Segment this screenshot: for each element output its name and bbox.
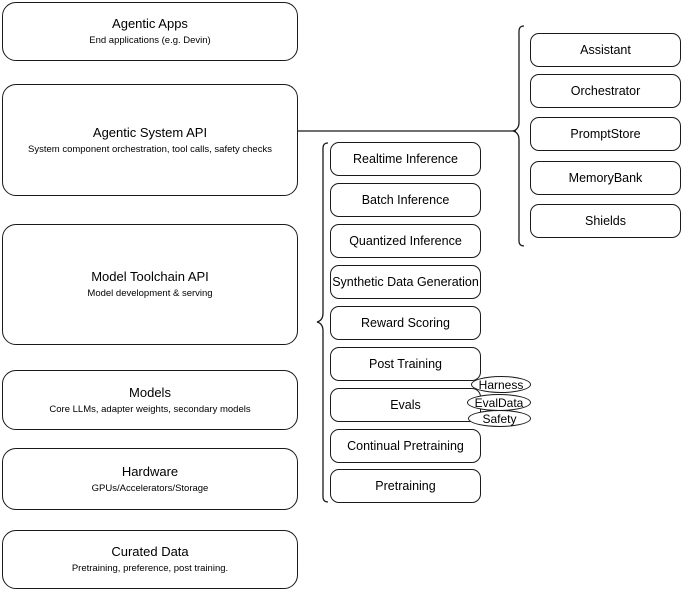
capability-box-pretraining[interactable]: Pretraining (330, 469, 481, 503)
component-box-memorybank[interactable]: MemoryBank (530, 161, 681, 195)
component-box-orchestrator[interactable]: Orchestrator (530, 74, 681, 108)
capability-box-quantized-inference[interactable]: Quantized Inference (330, 224, 481, 258)
capability-box-batch-inference[interactable]: Batch Inference (330, 183, 481, 217)
evals-badge-safety[interactable]: Safety (468, 410, 531, 427)
component-label: MemoryBank (568, 171, 643, 185)
layer-subtitle: Pretraining, preference, post training. (71, 563, 229, 574)
capability-label: Reward Scoring (361, 316, 450, 330)
brace-system-components (512, 25, 525, 247)
layer-subtitle: Core LLMs, adapter weights, secondary mo… (49, 403, 251, 415)
badge-label: Harness (478, 377, 524, 392)
layer-title: Models (129, 384, 171, 400)
layer-box-models[interactable]: Models Core LLMs, adapter weights, secon… (2, 370, 298, 430)
capability-label: Synthetic Data Generation (332, 275, 479, 289)
layer-box-hardware[interactable]: Hardware GPUs/Accelerators/Storage (2, 448, 298, 510)
capability-label: Quantized Inference (349, 234, 462, 248)
capability-label: Realtime Inference (353, 152, 458, 166)
component-label: Assistant (580, 43, 631, 57)
capability-label: Continual Pretraining (347, 439, 464, 453)
capability-label: Post Training (369, 357, 442, 371)
component-label: PromptStore (570, 127, 641, 141)
evals-badge-evaldata[interactable]: EvalData (467, 394, 531, 411)
component-box-assistant[interactable]: Assistant (530, 33, 681, 67)
capability-box-post-training[interactable]: Post Training (330, 347, 481, 381)
component-label: Shields (585, 214, 626, 228)
layer-title: Hardware (121, 463, 179, 479)
layer-title: Agentic System API (92, 124, 208, 140)
layer-box-agentic-apps[interactable]: Agentic Apps End applications (e.g. Devi… (2, 2, 298, 61)
capability-label: Pretraining (375, 479, 436, 493)
capability-box-synthetic-data-generation[interactable]: Synthetic Data Generation (330, 265, 481, 299)
layer-box-model-toolchain-api[interactable]: Model Toolchain API Model development & … (2, 224, 298, 345)
capability-label: Batch Inference (361, 193, 450, 207)
badge-label: Safety (482, 411, 517, 426)
capability-box-continual-pretraining[interactable]: Continual Pretraining (330, 429, 481, 463)
component-box-shields[interactable]: Shields (530, 204, 681, 238)
component-label: Orchestrator (570, 84, 641, 98)
layer-box-curated-data[interactable]: Curated Data Pretraining, preference, po… (2, 530, 298, 589)
layer-title: Agentic Apps (112, 16, 188, 31)
layer-subtitle: System component orchestration, tool cal… (28, 143, 272, 155)
layer-subtitle: GPUs/Accelerators/Storage (91, 482, 209, 494)
capability-box-reward-scoring[interactable]: Reward Scoring (330, 306, 481, 340)
brace-toolchain-capabilities (316, 142, 329, 503)
component-box-promptstore[interactable]: PromptStore (530, 117, 681, 151)
capability-label: Evals (390, 398, 421, 412)
layer-title: Curated Data (111, 544, 189, 559)
layer-subtitle: Model development & serving (87, 288, 213, 299)
evals-badge-harness[interactable]: Harness (471, 376, 531, 393)
capability-box-evals[interactable]: Evals (330, 388, 481, 422)
layer-box-agentic-system-api[interactable]: Agentic System API System component orch… (2, 84, 298, 196)
layer-title: Model Toolchain API (91, 269, 209, 284)
capability-box-realtime-inference[interactable]: Realtime Inference (330, 142, 481, 176)
badge-label: EvalData (474, 395, 524, 410)
layer-subtitle: End applications (e.g. Devin) (89, 35, 211, 46)
